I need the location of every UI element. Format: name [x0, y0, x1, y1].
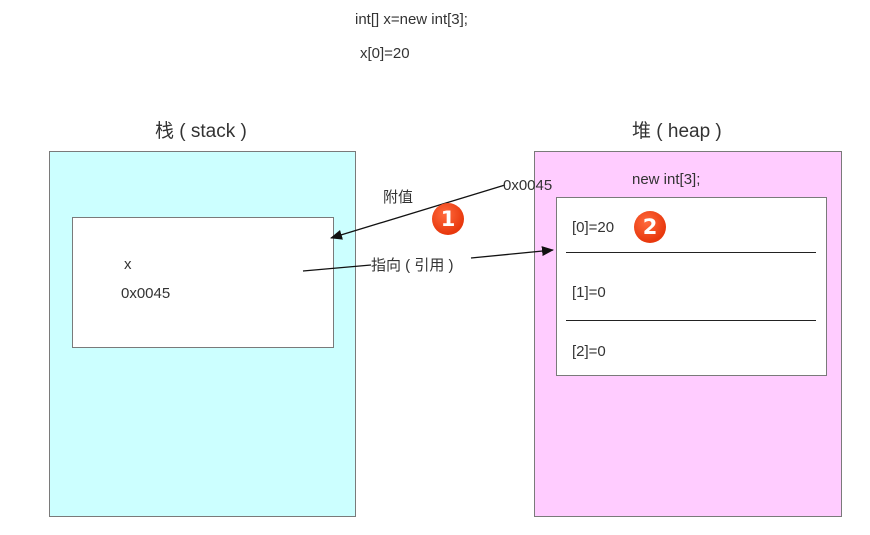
heap-object-label: new int[3];	[632, 171, 701, 188]
array-cell-1: [1]=0	[572, 284, 606, 301]
address-label: 0x0045	[503, 177, 553, 194]
assign-arrow	[330, 184, 506, 240]
assign-label: 附值	[383, 189, 414, 206]
code-line-assignment: x[0]=20	[360, 45, 410, 62]
code-line-declaration: int[] x=new int[3];	[355, 11, 468, 28]
array-cell-0: [0]=20	[572, 219, 615, 236]
stack-frame	[72, 217, 334, 348]
variable-value: 0x0045	[121, 285, 171, 302]
variable-name: x	[124, 256, 132, 273]
stack-title: 栈 ( stack )	[155, 121, 247, 142]
heap-title: 堆 ( heap )	[632, 121, 722, 142]
array-divider	[566, 320, 816, 321]
step-2-badge: 2	[634, 211, 666, 243]
array-divider	[566, 252, 816, 253]
step-1-badge: 1	[432, 203, 464, 235]
reference-label: 指向 ( 引用 )	[371, 257, 454, 274]
array-cell-2: [2]=0	[572, 343, 606, 360]
array-object	[556, 197, 827, 376]
